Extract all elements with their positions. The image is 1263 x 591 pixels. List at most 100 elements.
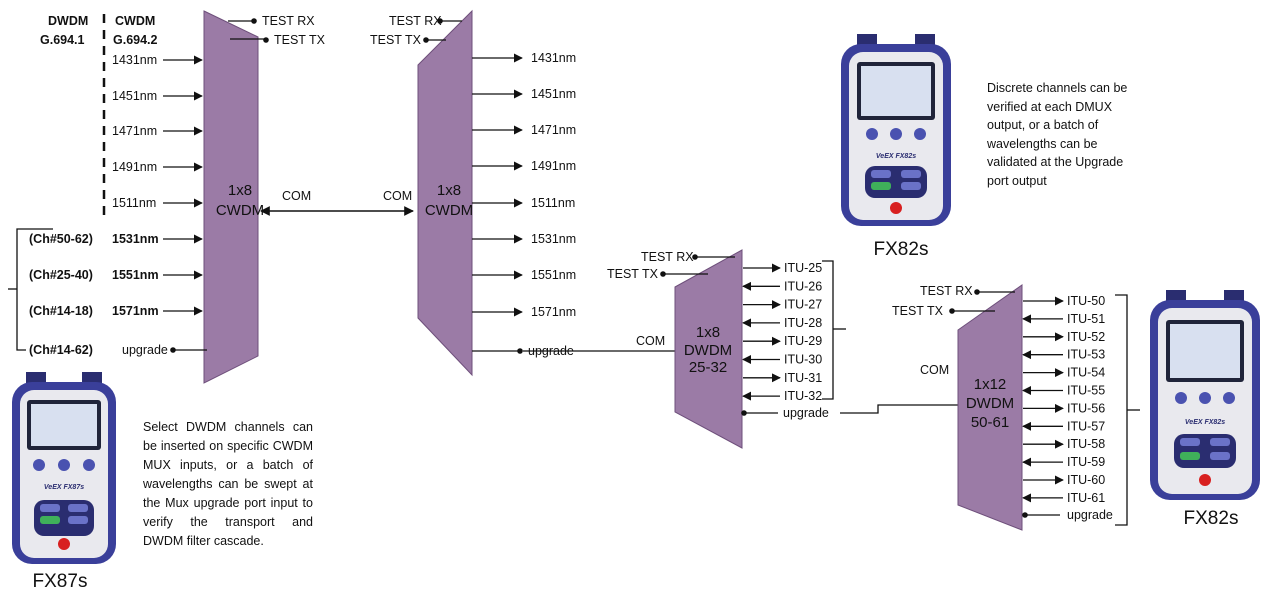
fx82s-right-label: FX82s xyxy=(1184,508,1239,529)
dwdm1-com-label: COM xyxy=(636,334,665,348)
fx87s-brand: VeEX FX87s xyxy=(44,484,84,491)
dwdm1-channel-bracket xyxy=(822,261,833,399)
mux-input-label: 1451nm xyxy=(112,89,157,103)
fx82s-top-f3-button[interactable] xyxy=(914,128,926,140)
fx82s-top-brand: VeEX FX82s xyxy=(876,153,916,160)
dwdm1-channel-label: ITU-28 xyxy=(784,316,822,330)
dwdm1-channel-label: ITU-30 xyxy=(784,353,822,367)
mux-subtitle: CWDM xyxy=(216,202,264,219)
fx82s-top-green-key[interactable] xyxy=(871,182,891,190)
fx82s-top-f2-button[interactable] xyxy=(890,128,902,140)
fx82s-right-f2-button[interactable] xyxy=(1199,392,1211,404)
dwdm-header: DWDM xyxy=(48,14,88,28)
dwdm1-line3: 25-32 xyxy=(689,359,727,376)
mux-title: 1x8 xyxy=(228,182,252,199)
fx82s-right-key[interactable] xyxy=(1180,438,1200,446)
fx87s-green-key[interactable] xyxy=(40,516,60,524)
fx82s-top-device: VeEX FX82s xyxy=(841,34,951,226)
dwdm2-channel-label: ITU-50 xyxy=(1067,294,1105,308)
dwdm2-test-rx-label: TEST RX xyxy=(920,284,973,298)
demux-output-label: 1531nm xyxy=(531,232,576,246)
dwdm1-test-tx-label: TEST TX xyxy=(607,267,659,281)
dwdm2-channel-label: ITU-61 xyxy=(1067,491,1105,505)
fx82s-top-power-button[interactable] xyxy=(890,202,902,214)
mux-upgrade-label: upgrade xyxy=(122,343,168,357)
mux-test-tx-port[interactable] xyxy=(263,37,269,43)
dwdm2-channel-label: ITU-57 xyxy=(1067,419,1105,433)
dwdm2-line2: DWDM xyxy=(966,395,1014,412)
demux-test-tx-label: TEST TX xyxy=(370,33,422,47)
dwdm2-channel-label: ITU-56 xyxy=(1067,401,1105,415)
fx82s-right-down-key[interactable] xyxy=(1210,452,1230,460)
demux-output-label: 1431nm xyxy=(531,51,576,65)
mux-input-label: 1431nm xyxy=(112,53,157,67)
dwdm1-line2: DWDM xyxy=(684,342,732,359)
dwdm2-line1: 1x12 xyxy=(974,376,1007,393)
fx87s-description: Select DWDM channels can be inserted on … xyxy=(143,418,313,551)
dwdm2-test-tx-label: TEST TX xyxy=(892,304,944,318)
demux-output-label: 1511nm xyxy=(531,196,575,210)
fx87s-f1-button[interactable] xyxy=(33,459,45,471)
mux-upgrade-dwdm-label: (Ch#14-62) xyxy=(29,343,93,357)
dwdm1-channel-label: ITU-27 xyxy=(784,298,822,312)
fx87s-key[interactable] xyxy=(40,504,60,512)
fx82s-right-f3-button[interactable] xyxy=(1223,392,1235,404)
mux-input-label: 1571nm xyxy=(112,304,159,318)
demux-output-group: 1431nm1451nm1471nm1491nm1511nm1531nm1551… xyxy=(472,51,576,319)
dwdm-insert-bracket xyxy=(17,229,53,350)
fx87s-label: FX87s xyxy=(33,571,88,591)
dwdm1-channel-label: ITU-31 xyxy=(784,371,822,385)
demux-output-label: 1551nm xyxy=(531,268,576,282)
fx82s-top-up-key[interactable] xyxy=(901,170,921,178)
fx87s-f3-button[interactable] xyxy=(83,459,95,471)
fx82s-top-key[interactable] xyxy=(871,170,891,178)
mux-input-label: 1551nm xyxy=(112,268,159,282)
mux-input-label: 1491nm xyxy=(112,160,157,174)
fx87s-f2-button[interactable] xyxy=(58,459,70,471)
mux-com-label: COM xyxy=(282,189,311,203)
demux-com-label: COM xyxy=(383,189,412,203)
fx87s-up-key[interactable] xyxy=(68,504,88,512)
dwdm1-channel-label: ITU-26 xyxy=(784,279,822,293)
fx82s-top-f1-button[interactable] xyxy=(866,128,878,140)
dwdm2-channel-label: ITU-54 xyxy=(1067,366,1105,380)
dwdm1-line1: 1x8 xyxy=(696,324,720,341)
fx87s-screen xyxy=(31,404,97,446)
dwdm2-channel-group: ITU-50ITU-51ITU-52ITU-53ITU-54ITU-55ITU-… xyxy=(1023,294,1105,505)
fx87s-power-button[interactable] xyxy=(58,538,70,550)
fx82s-top-screen xyxy=(861,66,931,116)
dwdm2-channel-label: ITU-59 xyxy=(1067,455,1105,469)
fx82s-right-device: VeEX FX82s xyxy=(1150,290,1260,500)
fx82s-right-brand: VeEX FX82s xyxy=(1185,419,1225,426)
demux-title: 1x8 xyxy=(437,182,461,199)
dwdm2-channel-label: ITU-51 xyxy=(1067,312,1105,326)
fx82s-right-f1-button[interactable] xyxy=(1175,392,1187,404)
mux-test-rx-port[interactable] xyxy=(251,18,257,24)
cwdm-standard: G.694.2 xyxy=(113,33,158,47)
fx82s-right-green-key[interactable] xyxy=(1180,452,1200,460)
demux-upgrade-port[interactable] xyxy=(517,348,523,354)
mux-input-label: 1471nm xyxy=(112,124,157,138)
dwdm2-channel-label: ITU-52 xyxy=(1067,330,1105,344)
mux-dwdm-channel-label: (Ch#50-62) xyxy=(29,232,93,246)
fx87s-down-key[interactable] xyxy=(68,516,88,524)
fx82s-right-up-key[interactable] xyxy=(1210,438,1230,446)
dwdm2-upgrade-label: upgrade xyxy=(1067,508,1113,522)
mux-input-label: 1511nm xyxy=(112,196,156,210)
mux-dwdm-channel-label: (Ch#14-18) xyxy=(29,304,93,318)
fx82s-right-power-button[interactable] xyxy=(1199,474,1211,486)
dwdm2-com-label: COM xyxy=(920,363,949,377)
fx82s-top-down-key[interactable] xyxy=(901,182,921,190)
demux-test-rx-label: TEST RX xyxy=(389,14,442,28)
mux-test-rx-label: TEST RX xyxy=(262,14,315,28)
dwdm2-channel-label: ITU-53 xyxy=(1067,348,1105,362)
dwdm1-upgrade-label: upgrade xyxy=(783,406,829,420)
dwdm2-channel-label: ITU-55 xyxy=(1067,384,1105,398)
dwdm2-line3: 50-61 xyxy=(971,414,1009,431)
mux-input-label: 1531nm xyxy=(112,232,159,246)
fx82s-right-screen xyxy=(1170,324,1240,378)
mux-dwdm-channel-label: (Ch#25-40) xyxy=(29,268,93,282)
fx87s-device: VeEX FX87s xyxy=(12,372,116,564)
cwdm-header: CWDM xyxy=(115,14,155,28)
demux-output-label: 1571nm xyxy=(531,305,576,319)
